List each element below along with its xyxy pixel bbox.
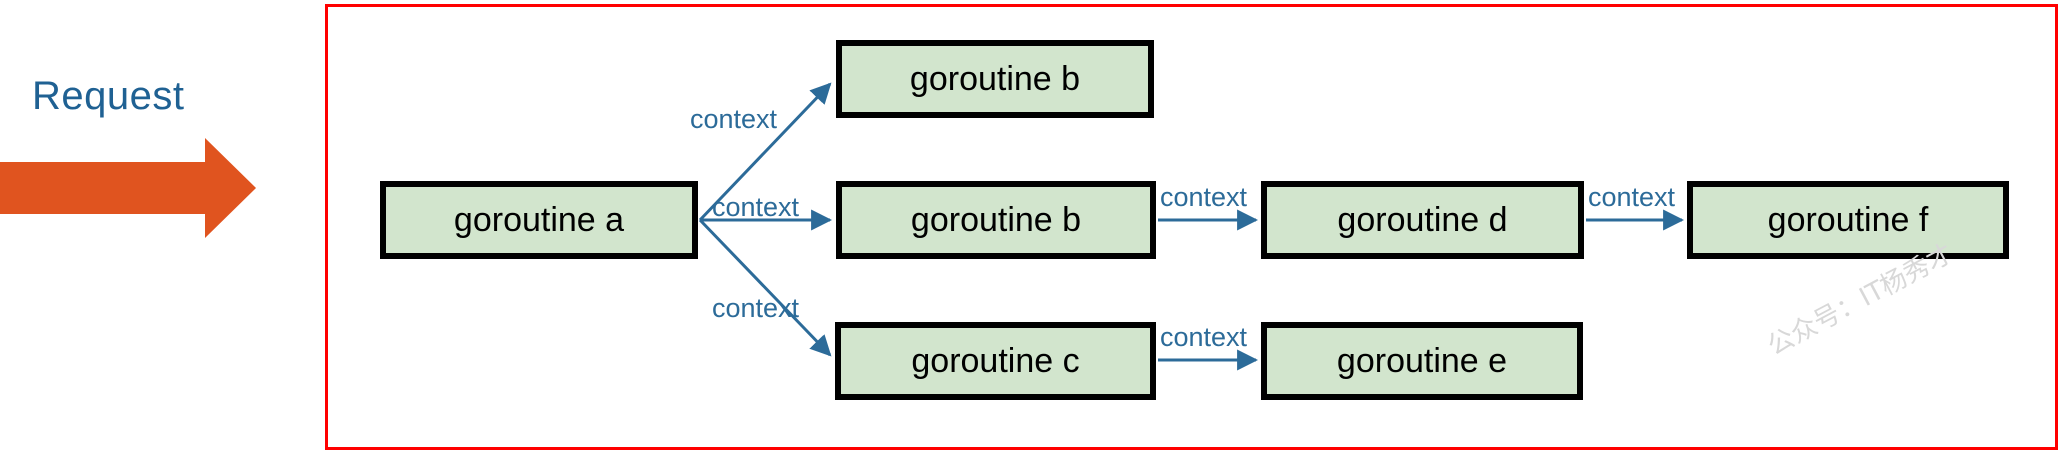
node-goroutine-f[interactable]: goroutine f [1687,181,2009,259]
node-goroutine-c[interactable]: goroutine c [835,322,1156,400]
node-goroutine-a[interactable]: goroutine a [380,181,698,259]
node-goroutine-b-top[interactable]: goroutine b [836,40,1154,118]
node-label: goroutine b [910,200,1082,239]
request-label: Request [32,74,185,118]
node-label: goroutine f [1767,200,1929,239]
diagram-frame [325,4,2058,450]
edge-label-a-to-c: context [712,293,800,323]
edge-label-d-to-f: context [1588,182,1676,212]
node-goroutine-d[interactable]: goroutine d [1261,181,1584,259]
node-goroutine-e[interactable]: goroutine e [1261,322,1583,400]
edge-label-a-to-b-top: context [690,104,778,134]
node-label: goroutine a [453,200,625,239]
node-label: goroutine c [911,341,1080,380]
node-label: goroutine b [909,59,1081,98]
node-label: goroutine e [1336,341,1508,380]
edge-label-c-to-e: context [1160,322,1248,352]
edge-label-a-to-b-mid: context [712,192,800,222]
edge-label-b-to-d: context [1160,182,1248,212]
node-label: goroutine d [1337,200,1508,239]
node-goroutine-b-middle[interactable]: goroutine b [836,181,1156,259]
request-arrow-icon [0,138,256,238]
